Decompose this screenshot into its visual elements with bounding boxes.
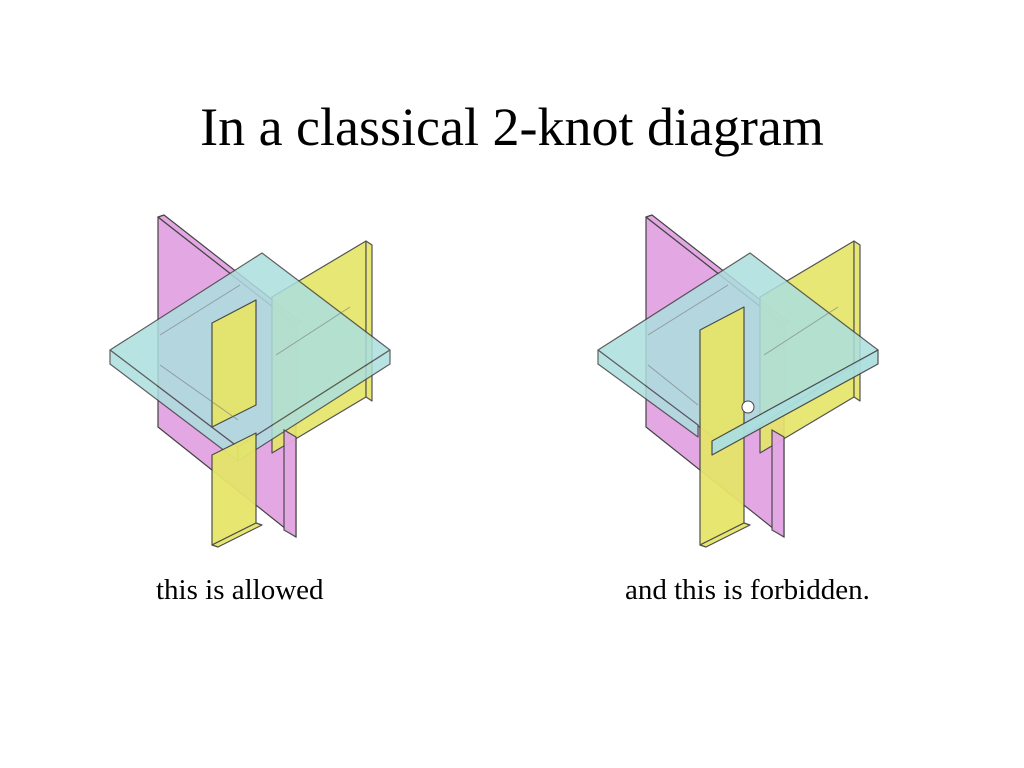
- caption-forbidden: and this is forbidden.: [625, 574, 870, 606]
- inner-line-3: [647, 364, 699, 406]
- yellow-strip-top: [211, 299, 257, 428]
- allowed-diagram: [100, 205, 400, 555]
- singular-point-hole: [741, 400, 755, 414]
- cyan-front-strip: [711, 349, 879, 456]
- forbidden-diagram: [588, 205, 888, 555]
- yellow-long-strip-edge: [699, 522, 751, 548]
- inner-line-1: [647, 284, 729, 336]
- yellow-strip-bottom-edge: [211, 522, 263, 548]
- cyan-sheet-edge: [597, 349, 699, 438]
- inner-line-3: [159, 364, 239, 421]
- allowed-diagram-svg: [109, 214, 391, 548]
- yellow-long-strip: [699, 306, 745, 546]
- slide-title: In a classical 2-knot diagram: [200, 97, 824, 157]
- forbidden-diagram-svg: [597, 214, 879, 548]
- pink-front-strip: [283, 428, 297, 539]
- inner-line-1: [159, 284, 241, 336]
- pink-front-strip: [771, 428, 785, 539]
- inner-line-2: [275, 306, 351, 356]
- caption-allowed: this is allowed: [156, 574, 324, 606]
- inner-line-2: [763, 306, 839, 356]
